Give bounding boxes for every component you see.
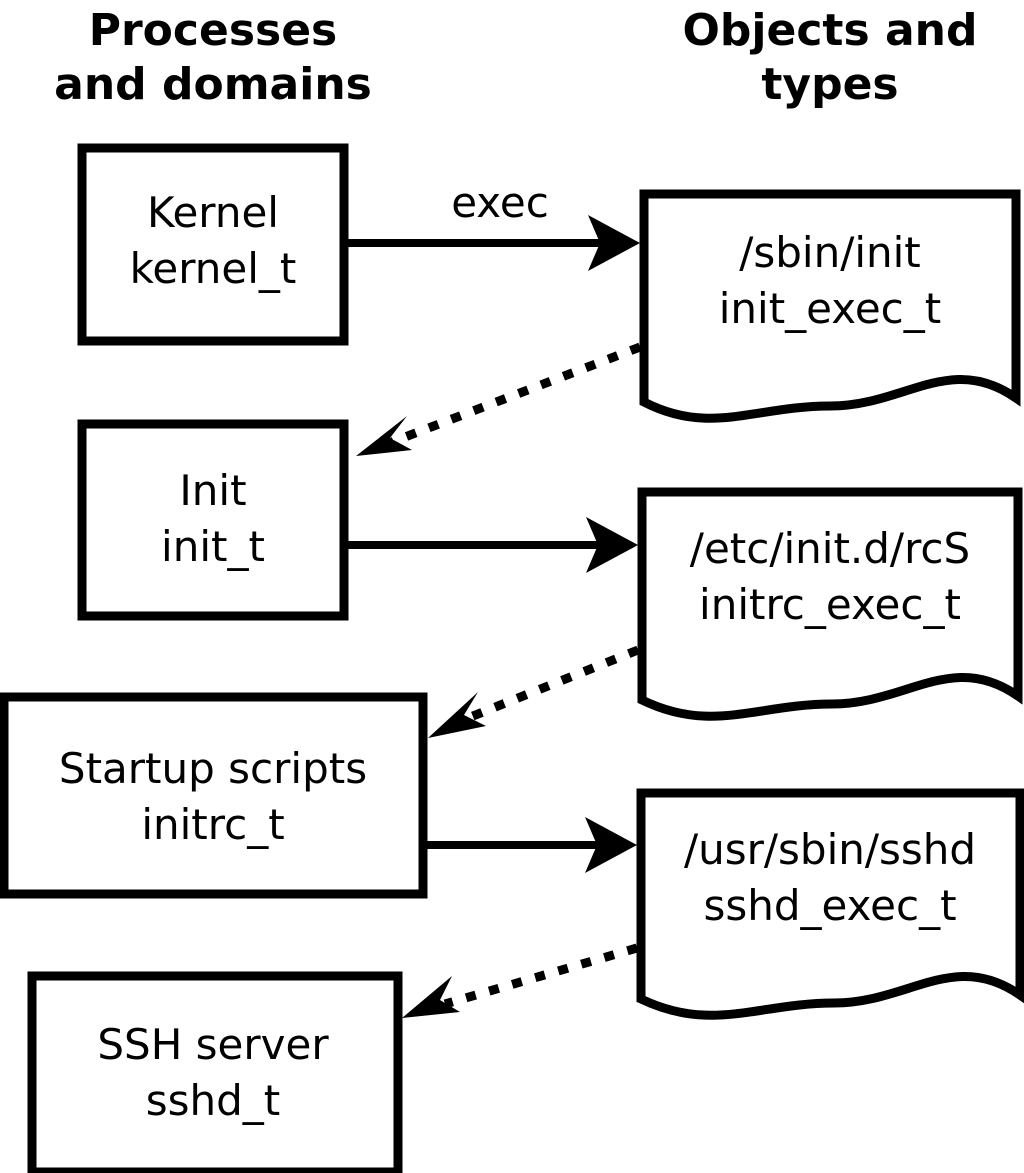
arrowhead-kernel-exec <box>588 215 640 271</box>
process-box-sshd-line1: SSH server <box>97 1020 329 1069</box>
process-box-kernel[interactable]: Kernel kernel_t <box>77 143 349 346</box>
right-column-header-line2: types <box>761 59 898 110</box>
left-column-header: Processes and domains <box>54 5 372 110</box>
object-doc-initrc-exec-outline <box>637 487 1023 721</box>
process-box-kernel-line2: kernel_t <box>130 244 297 293</box>
object-doc-initrc-exec[interactable]: /etc/init.d/rcS initrc_exec_t <box>637 487 1023 721</box>
process-box-sshd-outline <box>27 971 403 1173</box>
process-box-sshd[interactable]: SSH server sshd_t <box>27 971 403 1173</box>
process-box-initrc-outline <box>0 692 428 899</box>
process-box-init-line1: Init <box>179 466 246 515</box>
arrowhead-init-exec-to-init <box>356 416 412 456</box>
object-doc-initrc-exec-line2: initrc_exec_t <box>699 580 961 629</box>
object-doc-init-exec-line1: /sbin/init <box>739 228 921 277</box>
arrowhead-init-exec-initrc <box>586 517 638 573</box>
right-column-header-line1: Objects and <box>683 5 978 56</box>
edge-init-exec-initrc <box>348 517 638 573</box>
edge-init-exec-to-init <box>356 342 642 456</box>
process-box-kernel-outline <box>77 143 349 346</box>
edge-label-exec: exec <box>451 178 549 227</box>
left-column-header-line2: and domains <box>54 59 372 110</box>
object-doc-initrc-exec-line1: /etc/init.d/rcS <box>690 524 970 573</box>
process-box-initrc-line2: initrc_t <box>141 800 284 849</box>
edge-line-sshd-exec-to-sshd <box>443 943 639 1009</box>
process-box-initrc-line1: Startup scripts <box>59 744 367 793</box>
right-column-header: Objects and types <box>683 5 978 110</box>
process-box-kernel-line1: Kernel <box>147 188 279 237</box>
edge-sshd-exec-to-sshd <box>402 943 639 1018</box>
edge-initrc-exec-to-initrc <box>428 645 640 738</box>
object-doc-sshd-exec[interactable]: /usr/sbin/sshd sshd_exec_t <box>636 788 1024 1020</box>
object-doc-sshd-exec-line2: sshd_exec_t <box>703 881 956 930</box>
arrowhead-sshd-exec-to-sshd <box>402 976 460 1018</box>
object-doc-sshd-exec-outline <box>636 788 1024 1020</box>
edge-initrc-exec-sshd <box>427 817 637 873</box>
left-column-header-line1: Processes <box>89 5 338 56</box>
arrowhead-initrc-exec-sshd <box>585 817 637 873</box>
edge-line-init-exec-to-init <box>390 342 642 447</box>
edge-line-initrc-exec-to-initrc <box>466 645 640 723</box>
object-doc-init-exec[interactable]: /sbin/init init_exec_t <box>639 189 1021 423</box>
arrowhead-initrc-exec-to-initrc <box>428 692 486 738</box>
object-doc-sshd-exec-line1: /usr/sbin/sshd <box>684 825 976 874</box>
edge-kernel-exec-init: exec <box>348 178 640 271</box>
process-box-init-line2: init_t <box>161 522 265 571</box>
process-box-init[interactable]: Init init_t <box>77 419 349 621</box>
process-box-init-outline <box>77 419 349 621</box>
object-doc-init-exec-outline <box>639 189 1021 423</box>
process-box-initrc[interactable]: Startup scripts initrc_t <box>0 692 428 899</box>
process-box-sshd-line2: sshd_t <box>146 1076 281 1125</box>
object-doc-init-exec-line2: init_exec_t <box>719 284 942 333</box>
